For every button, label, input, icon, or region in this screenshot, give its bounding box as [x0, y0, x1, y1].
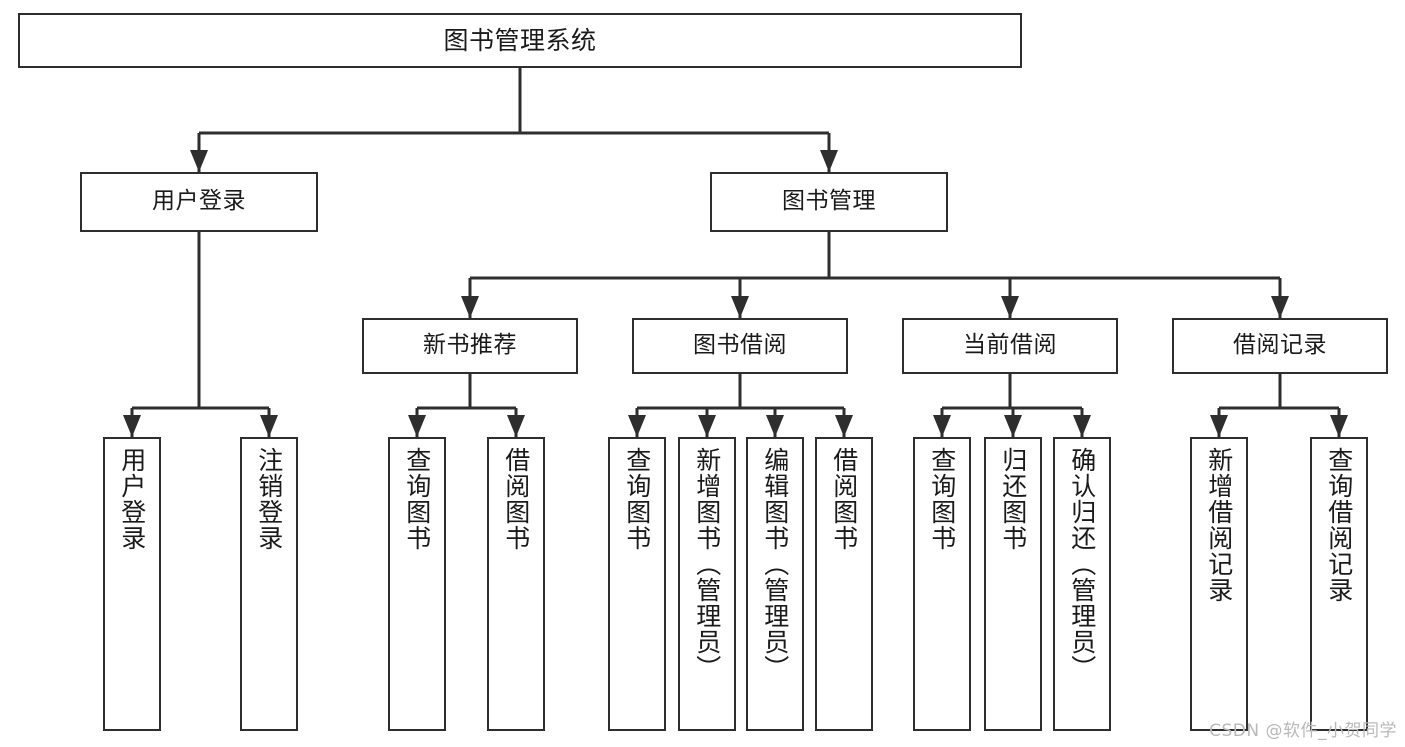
node-label: 当前借阅 — [963, 332, 1057, 359]
node-label: 借阅图书 — [829, 447, 859, 551]
node-label: 借阅记录 — [1233, 332, 1327, 359]
node-leaf-user-login[interactable]: 用户登录 — [103, 437, 161, 731]
node-leaf-query-book-2[interactable]: 查询图书 — [608, 437, 666, 731]
edge-arrowhead — [820, 150, 838, 172]
node-leaf-add-borrow-record[interactable]: 新增借阅记录 — [1190, 437, 1248, 731]
edge-arrowhead — [835, 415, 853, 437]
node-leaf-borrow-book-2[interactable]: 借阅图书 — [815, 437, 873, 731]
node-label: 用户登录 — [117, 447, 147, 551]
node-label: 注销登录 — [254, 447, 284, 551]
node-label: 归还图书 — [998, 447, 1028, 551]
node-label: 图书管理系统 — [443, 25, 597, 55]
node-root[interactable]: 图书管理系统 — [18, 13, 1022, 68]
edge-arrowhead — [461, 296, 479, 318]
edge-arrowhead — [628, 415, 646, 437]
node-label: 图书管理 — [782, 188, 876, 215]
edge-arrowhead — [190, 150, 208, 172]
node-leaf-borrow-book-1[interactable]: 借阅图书 — [487, 437, 545, 731]
node-label: 新书推荐 — [423, 332, 517, 359]
node-leaf-edit-book-admin[interactable]: 编辑图书（管理员） — [746, 437, 804, 731]
edge-arrowhead — [1073, 415, 1091, 437]
node-borrow-record[interactable]: 借阅记录 — [1172, 318, 1388, 374]
node-leaf-query-borrow-record[interactable]: 查询借阅记录 — [1310, 437, 1368, 731]
node-label: 确认归还（管理员） — [1067, 447, 1097, 681]
watermark: CSDN @软件_小贺同学 — [1209, 721, 1397, 741]
node-label: 用户登录 — [152, 188, 246, 215]
node-new-book-recommend[interactable]: 新书推荐 — [362, 318, 578, 374]
node-label: 查询图书 — [622, 447, 652, 551]
node-current-borrow[interactable]: 当前借阅 — [902, 318, 1118, 374]
node-leaf-logout-login[interactable]: 注销登录 — [240, 437, 298, 731]
node-leaf-return-book[interactable]: 归还图书 — [984, 437, 1042, 731]
node-user-login[interactable]: 用户登录 — [80, 172, 318, 232]
node-book-manage[interactable]: 图书管理 — [710, 172, 948, 232]
edge-arrowhead — [1001, 296, 1019, 318]
edge-arrowhead — [260, 415, 278, 437]
node-leaf-confirm-return-admin[interactable]: 确认归还（管理员） — [1053, 437, 1111, 731]
node-label: 图书借阅 — [693, 332, 787, 359]
node-leaf-query-book-3[interactable]: 查询图书 — [913, 437, 971, 731]
edge-arrowhead — [766, 415, 784, 437]
edge-arrowhead — [408, 415, 426, 437]
edge-arrowhead — [1271, 296, 1289, 318]
edge-arrowhead — [1210, 415, 1228, 437]
edge-arrowhead — [933, 415, 951, 437]
edge-arrowhead — [1004, 415, 1022, 437]
node-label: 借阅图书 — [501, 447, 531, 551]
edge-arrowhead — [731, 296, 749, 318]
node-label: 新增图书（管理员） — [692, 447, 722, 681]
node-label: 查询图书 — [402, 447, 432, 551]
edge-arrowhead — [123, 415, 141, 437]
edge-arrowhead — [1330, 415, 1348, 437]
node-label: 查询借阅记录 — [1324, 447, 1354, 603]
node-label: 新增借阅记录 — [1204, 447, 1234, 603]
edge-arrowhead — [698, 415, 716, 437]
node-leaf-add-book-admin[interactable]: 新增图书（管理员） — [678, 437, 736, 731]
node-label: 编辑图书（管理员） — [760, 447, 790, 681]
edge-arrowhead — [507, 415, 525, 437]
node-label: 查询图书 — [927, 447, 957, 551]
node-book-borrow[interactable]: 图书借阅 — [632, 318, 848, 374]
node-leaf-query-book-1[interactable]: 查询图书 — [388, 437, 446, 731]
